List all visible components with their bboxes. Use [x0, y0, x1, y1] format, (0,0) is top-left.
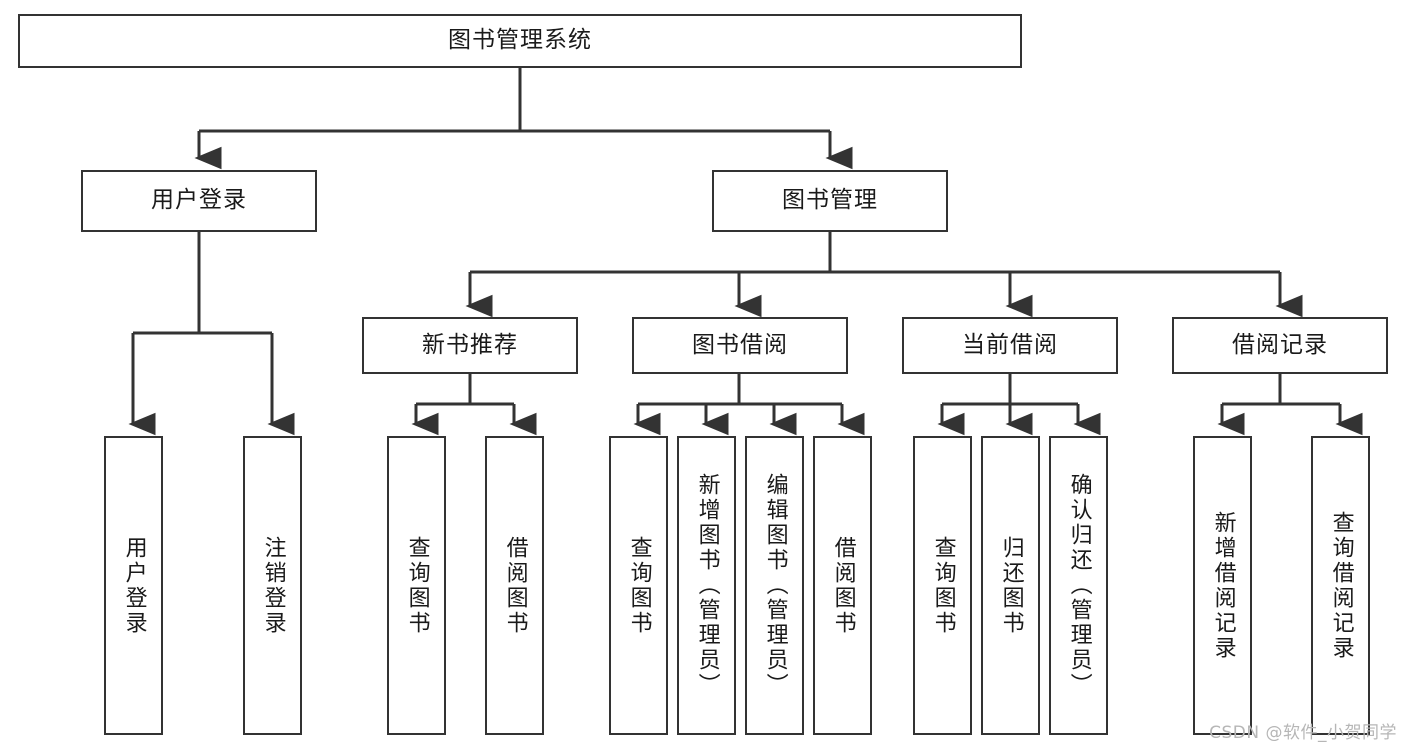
node-leaf-user-login[interactable]: 用户登录	[104, 436, 163, 735]
node-leaf-user-login-label: 用户登录	[121, 535, 147, 636]
node-root[interactable]: 图书管理系统	[18, 14, 1022, 68]
node-user-login[interactable]: 用户登录	[81, 170, 317, 232]
node-borrow-record-label: 借阅记录	[1232, 331, 1328, 358]
node-leaf-add-book-label: 新增图书（管理员）	[694, 473, 720, 698]
node-leaf-edit-book-label: 编辑图书（管理员）	[762, 473, 788, 698]
node-book-manage-label: 图书管理	[782, 187, 878, 214]
node-leaf-add-record[interactable]: 新增借阅记录	[1193, 436, 1252, 735]
node-new-book-recommend[interactable]: 新书推荐	[362, 317, 578, 374]
node-leaf-add-book[interactable]: 新增图书（管理员）	[677, 436, 736, 735]
node-leaf-query-record[interactable]: 查询借阅记录	[1311, 436, 1370, 735]
node-leaf-borrow-book-1[interactable]: 借阅图书	[485, 436, 544, 735]
node-leaf-borrow-book-2[interactable]: 借阅图书	[813, 436, 872, 735]
node-leaf-edit-book[interactable]: 编辑图书（管理员）	[745, 436, 804, 735]
node-leaf-confirm-return[interactable]: 确认归还（管理员）	[1049, 436, 1108, 735]
node-leaf-query-book-2[interactable]: 查询图书	[609, 436, 668, 735]
node-leaf-query-book-1[interactable]: 查询图书	[387, 436, 446, 735]
node-leaf-add-record-label: 新增借阅记录	[1210, 510, 1236, 661]
node-leaf-borrow-book-2-label: 借阅图书	[830, 535, 856, 636]
node-leaf-return-book[interactable]: 归还图书	[981, 436, 1040, 735]
node-book-borrow-label: 图书借阅	[692, 331, 788, 358]
node-leaf-logout-login-label: 注销登录	[260, 535, 286, 636]
node-root-label: 图书管理系统	[448, 27, 592, 54]
node-user-login-label: 用户登录	[151, 187, 247, 214]
watermark-text: CSDN @软件_小贺同学	[1209, 723, 1397, 743]
node-leaf-confirm-return-label: 确认归还（管理员）	[1066, 473, 1092, 698]
node-leaf-return-book-label: 归还图书	[998, 535, 1024, 636]
node-leaf-query-book-2-label: 查询图书	[626, 535, 652, 636]
node-book-manage[interactable]: 图书管理	[712, 170, 948, 232]
node-borrow-record[interactable]: 借阅记录	[1172, 317, 1388, 374]
node-new-book-recommend-label: 新书推荐	[422, 331, 518, 358]
node-leaf-query-book-3[interactable]: 查询图书	[913, 436, 972, 735]
node-leaf-logout-login[interactable]: 注销登录	[243, 436, 302, 735]
node-book-borrow[interactable]: 图书借阅	[632, 317, 848, 374]
node-current-borrow[interactable]: 当前借阅	[902, 317, 1118, 374]
node-leaf-query-book-3-label: 查询图书	[930, 535, 956, 636]
node-leaf-query-record-label: 查询借阅记录	[1328, 510, 1354, 661]
node-leaf-query-book-1-label: 查询图书	[404, 535, 430, 636]
node-leaf-borrow-book-1-label: 借阅图书	[502, 535, 528, 636]
node-current-borrow-label: 当前借阅	[962, 331, 1058, 358]
